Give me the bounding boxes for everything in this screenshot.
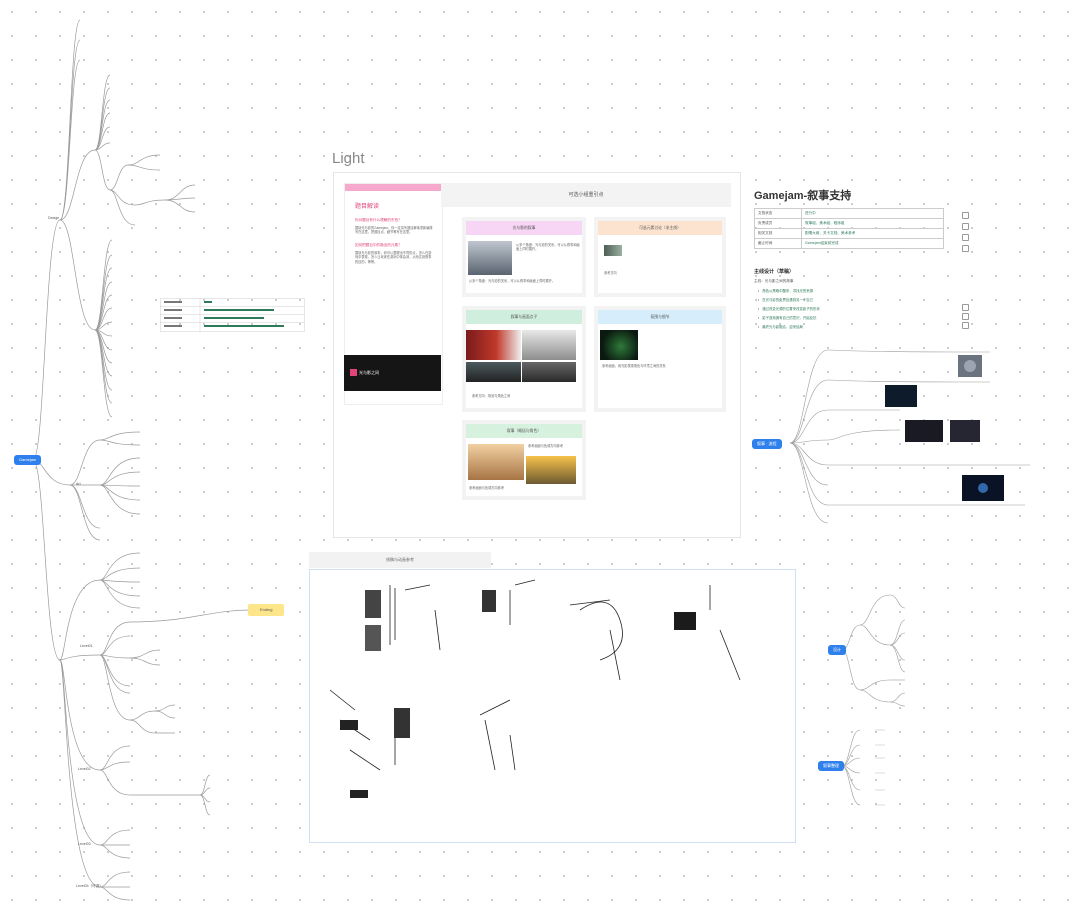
- table-value: 进行中: [801, 208, 944, 219]
- intro-question-2: 如何把题目中的隐含的元素？: [355, 242, 402, 247]
- ref-card-5-side: 参考画面与色调方向参考: [528, 444, 564, 448]
- table-key: 相关文档: [754, 228, 802, 239]
- sketch-figure-2: [365, 625, 381, 651]
- branch-level02[interactable]: Level02: [78, 767, 91, 771]
- ref-card-3-image-3: [466, 362, 521, 382]
- sketch-figure-4: [394, 708, 410, 738]
- ref-card-5-title: 叙事（概括与角色）: [466, 424, 582, 438]
- sketch-dark-thumb: [674, 612, 696, 630]
- branch-art[interactable]: Art: [76, 482, 81, 486]
- ref-card-3-image-4: [522, 362, 576, 382]
- intro-text-2: 围绕光与影的故事，你可以整理出不同的点，怎么在游戏中表现，怎么让玩家在游玩中体会…: [355, 250, 432, 264]
- table-value: 剧情大纲、关卡文档、美术参考: [801, 228, 944, 239]
- level-table: [160, 298, 305, 332]
- row-checkbox[interactable]: [962, 322, 969, 329]
- gamejam-title: Gamejam-叙事支持: [754, 190, 852, 202]
- light-board[interactable]: 题目解读 你对题目有什么理解的东西？ 围绕光与影的Gamejam，你一定将写题目…: [333, 172, 741, 538]
- ref-card-2[interactable]: 可选元素讨论（非主线） 参考方向: [594, 217, 726, 297]
- ref-card-3-image-2: [522, 330, 576, 360]
- gamejam-info-table: 文档状态进行中 负责成员叙事组、美术组、程序组 相关文档剧情大纲、关卡文档、美术…: [754, 208, 944, 249]
- ref-card-5[interactable]: 叙事（概括与角色） 参考画面与色调方向参考 参考画面与色调方向参考: [462, 420, 586, 500]
- sketch-figure-1: [365, 590, 381, 618]
- ref-card-4[interactable]: 氛围与细节 参考画面，用光影表现角色与环境之间的关系: [594, 306, 726, 412]
- ref-card-3-image-1: [466, 330, 521, 360]
- brand-panel: 光与影之间: [344, 355, 441, 391]
- narrative-pill[interactable]: 叙事整理: [818, 761, 844, 771]
- row-checkbox[interactable]: [962, 304, 969, 311]
- ref-card-1-side: 从多个角度：光与影的关系，可以从叙事和画面上同时展开。: [516, 243, 580, 251]
- sketch-canvas: [329, 579, 741, 798]
- ref-card-4-title: 氛围与细节: [598, 310, 722, 324]
- branch-level03[interactable]: Level03: [78, 842, 91, 846]
- ref-card-2-image: [604, 245, 622, 256]
- design-pill[interactable]: 设计: [828, 645, 846, 655]
- intro-question-1: 你对题目有什么理解的东西？: [355, 218, 402, 222]
- branch-level01[interactable]: Level01: [80, 644, 93, 648]
- flow-image-4: [950, 420, 980, 442]
- ref-card-3-title: 叙事与画面点子: [466, 310, 582, 324]
- sketch-figure-6: [350, 790, 368, 798]
- list-item: 通过改变光源的位置来改变影子的形状: [758, 306, 820, 311]
- row-checkbox[interactable]: [962, 234, 969, 241]
- intro-text-1: 围绕光与影的Gamejam，你一定将写题目解读重新编排写在这里，把题目点、细节等…: [355, 226, 433, 235]
- brand-logo-icon: [350, 369, 357, 376]
- list-item: 最终光与影融合，迎来结局: [758, 324, 803, 329]
- ref-card-1-title: 光与影的叙事: [466, 221, 582, 235]
- table-key: 截止时间: [754, 238, 802, 249]
- sketch-figure-3: [482, 590, 496, 612]
- light-board-title: Light: [332, 150, 365, 167]
- ref-card-5-caption: 参考画面与色调方向参考: [469, 486, 505, 490]
- table-key: 文档状态: [754, 208, 802, 219]
- ref-card-4-caption: 参考画面，用光影表现角色与环境之间的关系: [602, 364, 666, 368]
- mindmap-root[interactable]: Gamejam: [14, 455, 42, 465]
- ref-card-3-caption: 参考方向：场景与角色之间: [472, 394, 511, 398]
- ref-card-2-caption: 参考方向: [604, 271, 617, 275]
- flow-image-2: [885, 385, 917, 407]
- ref-card-1-image: [468, 241, 512, 275]
- branch-level04[interactable]: Level04（可选）: [76, 884, 103, 888]
- ref-card-5-image-1: [468, 444, 524, 480]
- board-header: 可选小组重引点: [441, 183, 731, 207]
- table-value: 叙事组、美术组、程序组: [801, 218, 944, 229]
- table-row: 文档状态进行中: [754, 208, 944, 219]
- row-checkbox[interactable]: [962, 313, 969, 320]
- branch-design[interactable]: Design: [48, 216, 60, 220]
- ref-card-1[interactable]: 光与影的叙事 从多个角度：光与影的关系，可以从叙事和画面上同时展开。 从多个角度…: [462, 217, 586, 297]
- list-item: 影子逐渐拥有自己的意识，开始反抗: [758, 315, 816, 320]
- intro-title: 题目解读: [355, 204, 380, 210]
- sketch-figure-5: [340, 720, 358, 730]
- ref-card-3[interactable]: 叙事与画面点子 参考方向：场景与角色之间: [462, 306, 586, 412]
- ref-card-1-caption: 从多个角度：光与影的关系，可以从叙事和画面上同时展开。: [469, 279, 556, 283]
- row-checkbox[interactable]: [962, 245, 969, 252]
- brand-text: 光与影之间: [359, 370, 379, 375]
- row-checkbox[interactable]: [962, 212, 969, 219]
- table-key: 负责成员: [754, 218, 802, 229]
- ref-card-5-image-2: [526, 456, 576, 484]
- table-row: 相关文档剧情大纲、关卡文档、美术参考: [754, 228, 944, 239]
- flow-image-3: [905, 420, 943, 442]
- animation-panel-label: 线稿与动画参考: [309, 552, 491, 568]
- flow-root[interactable]: 叙事 · 流程: [752, 439, 782, 449]
- ref-card-2-title: 可选元素讨论（非主线）: [598, 221, 722, 235]
- list-item: 角色从黑暗中醒来，寻找光的来源: [758, 288, 813, 293]
- intro-card-bar: [345, 184, 442, 191]
- list-item: 在光与影的交界处遇到另一个自己: [758, 297, 813, 302]
- row-checkbox[interactable]: [962, 223, 969, 230]
- table-row: 负责成员叙事组、美术组、程序组: [754, 218, 944, 229]
- ending-note[interactable]: Ending: [248, 604, 285, 616]
- gamejam-section-title: 主线设计（草稿）: [754, 269, 795, 275]
- animation-panel[interactable]: [309, 569, 796, 843]
- table-value: Gamejam结束前完成: [801, 238, 944, 249]
- gamejam-main-line: 主线：光与影之间的故事: [754, 279, 794, 283]
- ref-card-4-image: [600, 330, 638, 360]
